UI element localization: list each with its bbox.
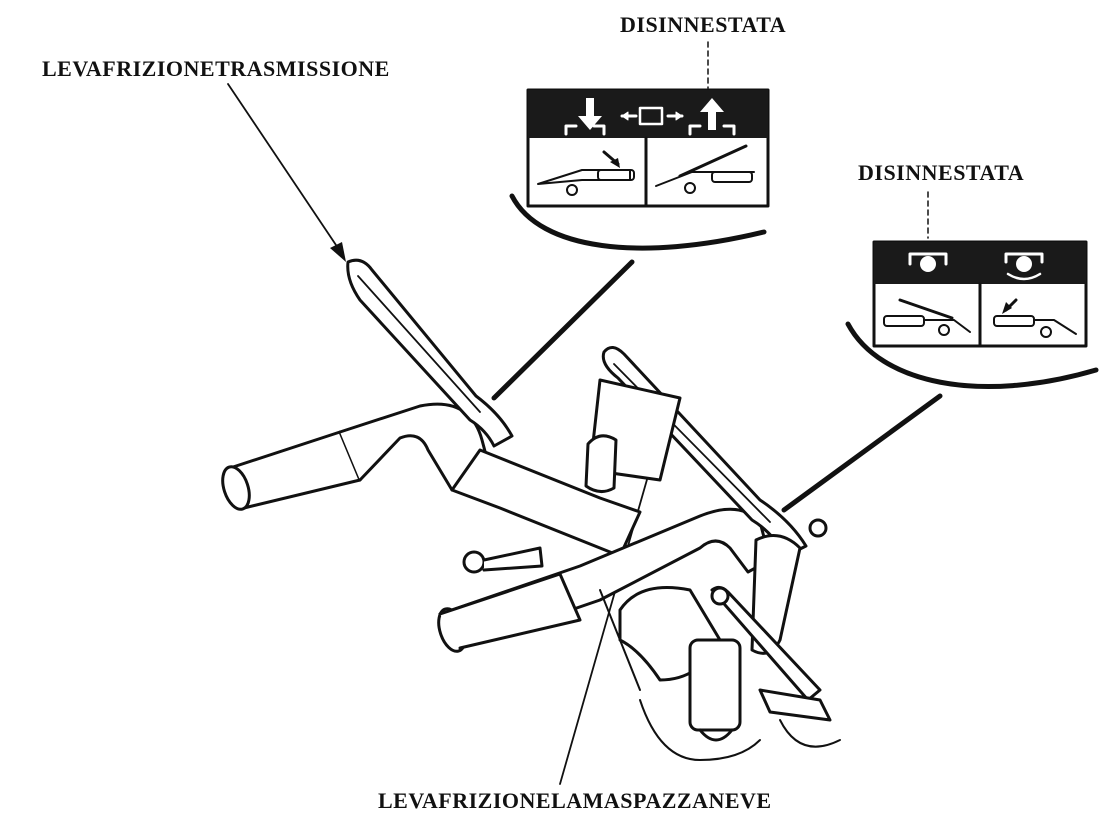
- label-auger-clutch-lever: LEVAFRIZIONELAMASPAZZANEVE: [378, 788, 772, 813]
- linkage-plate: [758, 688, 832, 722]
- decal-auger: [845, 240, 1099, 390]
- gear-stopped-icon: [920, 256, 936, 272]
- lever-released-icon-right: [883, 298, 971, 336]
- left-grip-end: [221, 465, 251, 511]
- knob-rod: [482, 546, 544, 572]
- choke-knob[interactable]: [462, 550, 486, 574]
- gear-rotating-icon: [1016, 256, 1032, 272]
- cable-1: [639, 699, 761, 761]
- panel-knob: [584, 434, 618, 493]
- lever-edge-left: [357, 275, 481, 413]
- handlebar-assembly: [221, 258, 841, 761]
- lever-pressed-icon-right: [993, 298, 1077, 338]
- label-disengaged-top: DISINNESTATA: [620, 12, 787, 37]
- cross-bar: [450, 448, 642, 558]
- rotation-arc-icon: [1006, 272, 1042, 281]
- decal-pointer-right: [781, 393, 943, 513]
- mount-bolt: [808, 518, 828, 538]
- up-arrow-icon: [700, 98, 724, 130]
- decal-header-right: [874, 242, 1086, 284]
- leader-auger-lever: [559, 447, 657, 785]
- lever-pressed-icon: [537, 150, 635, 196]
- cable-2: [779, 719, 841, 748]
- right-grip: [438, 572, 582, 650]
- lock-lever-pivot: [710, 586, 730, 606]
- lever-released-icon: [655, 144, 755, 194]
- transmission-clutch-lever[interactable]: [346, 258, 514, 448]
- gear-bracket-icon-2: [1004, 252, 1044, 264]
- gear-bracket-icon: [908, 252, 948, 266]
- down-arrow-icon: [578, 98, 602, 130]
- leader-transmission-lever: [227, 83, 339, 249]
- housing-bottom: [698, 728, 734, 742]
- cable-housing: [688, 638, 742, 732]
- label-transmission-clutch-lever: LEVAFRIZIONETRASMISSIONE: [42, 56, 390, 81]
- lever-bracket: [750, 534, 802, 655]
- cable-3: [599, 589, 641, 691]
- decal-header-left: [528, 90, 768, 138]
- arrowhead-transmission: [330, 242, 346, 262]
- decal-pointer-left: [491, 259, 635, 401]
- label-disengaged-right: DISINNESTATA: [858, 160, 1025, 185]
- gearbox-arrow-icon: [621, 111, 683, 121]
- bracket-left-icon: [564, 124, 606, 136]
- decal-transmission: [509, 88, 770, 251]
- decal-swoosh-left: [509, 193, 767, 251]
- leader-lines: [227, 41, 943, 785]
- drive-gearbox-icon: [638, 106, 664, 126]
- decal-swoosh-right: [845, 321, 1099, 390]
- bracket-right-icon: [688, 124, 736, 136]
